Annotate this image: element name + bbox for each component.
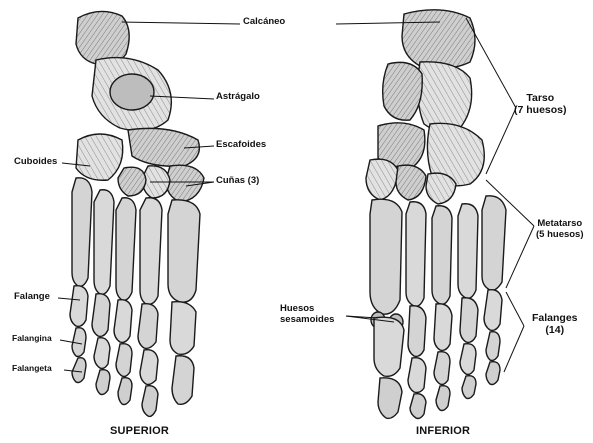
phalanx-prox-1-superior — [170, 302, 196, 355]
phalanx-prox-3-inferior — [434, 304, 452, 351]
phalanx-dist-2-inferior — [410, 394, 426, 419]
label-falanges: Falanges (14) — [532, 312, 578, 336]
label-tarso-line1: Tarso — [514, 92, 567, 104]
phalanx-prox-4-inferior — [460, 298, 478, 343]
label-falanges-line1: Falanges — [532, 312, 578, 324]
metatarsal-3-inferior — [432, 206, 452, 305]
phalanx-prox-3-superior — [114, 300, 132, 343]
phalanx-dist-5-inferior — [486, 362, 500, 385]
calcaneus-inferior — [402, 10, 475, 68]
metatarsal-4-inferior — [458, 204, 478, 299]
label-cunas: Cuñas (3) — [216, 176, 259, 187]
label-sesamoides: Huesos sesamoides — [280, 304, 334, 326]
phalanx-mid-3-superior — [116, 344, 132, 377]
phalanx-dist-4-superior — [96, 370, 110, 395]
metatarsal-1-inferior — [370, 199, 402, 314]
metatarsal-3-superior — [116, 198, 136, 301]
calcaneus-superior — [76, 11, 129, 64]
cuneiform-inferior-3 — [426, 173, 456, 204]
cuneiform-3-superior — [118, 167, 146, 196]
talus-inferior — [383, 62, 423, 120]
phalanx-mid-4-inferior — [460, 344, 476, 375]
cuboid-superior — [76, 134, 123, 180]
label-tarso-line2: (7 huesos) — [514, 104, 567, 116]
label-calcaneo: Calcáneo — [243, 17, 285, 28]
phalanx-mid-2-inferior — [408, 358, 426, 393]
phalanx-dist-2-superior — [142, 386, 158, 417]
metatarsal-5-inferior — [482, 196, 506, 291]
phalanx-dist-4-inferior — [462, 376, 476, 399]
phalanx-dist-1-superior — [172, 356, 194, 405]
label-metatarso-line2: (5 huesos) — [536, 230, 584, 241]
caption-superior: SUPERIOR — [110, 425, 169, 438]
phalanx-mid-5-inferior — [486, 332, 500, 361]
phalanx-prox-4-superior — [92, 294, 110, 337]
label-escafoides: Escafoides — [216, 140, 266, 151]
phalanx-dist-3-superior — [118, 378, 132, 405]
metatarsal-2-inferior — [406, 202, 426, 307]
metatarsal-4-superior — [94, 190, 114, 295]
label-falanges-line2: (14) — [532, 324, 578, 336]
phalanx-prox-2-inferior — [408, 306, 426, 357]
phalanx-prox-5-inferior — [484, 290, 502, 331]
label-cuboides: Cuboides — [14, 157, 57, 168]
caption-inferior: INFERIOR — [416, 425, 470, 438]
cuneiform-1-superior — [166, 165, 204, 202]
phalanx-prox-5-superior — [70, 286, 88, 327]
metatarsal-5-superior — [72, 178, 92, 287]
label-sesamoides-line2: sesamoides — [280, 315, 334, 326]
label-astragalo: Astrágalo — [216, 92, 260, 103]
metatarsal-2-superior — [140, 198, 162, 305]
metatarsal-1-superior — [168, 200, 200, 302]
label-falange: Falange — [14, 292, 50, 303]
phalanx-dist-1-inferior — [378, 378, 402, 419]
label-falangina: Falangina — [12, 334, 52, 344]
label-metatarso: Metatarso (5 huesos) — [536, 219, 584, 241]
cuneiform-inferior-2 — [396, 165, 426, 200]
label-tarso: Tarso (7 huesos) — [514, 92, 567, 116]
phalanx-prox-2-superior — [138, 304, 158, 349]
phalanx-dist-5-superior — [72, 358, 86, 383]
phalanx-mid-3-inferior — [434, 352, 450, 385]
label-falangeta: Falangeta — [12, 364, 52, 374]
foot-inferior — [366, 10, 506, 419]
foot-superior — [70, 11, 204, 416]
phalanx-mid-4-superior — [94, 338, 110, 369]
cuneiform-inferior-1 — [366, 159, 398, 200]
calcaneus-body-inferior — [418, 62, 472, 131]
phalanx-prox-1-inferior — [374, 317, 404, 376]
phalanx-mid-2-superior — [140, 350, 158, 385]
phalanx-dist-3-inferior — [436, 386, 450, 411]
